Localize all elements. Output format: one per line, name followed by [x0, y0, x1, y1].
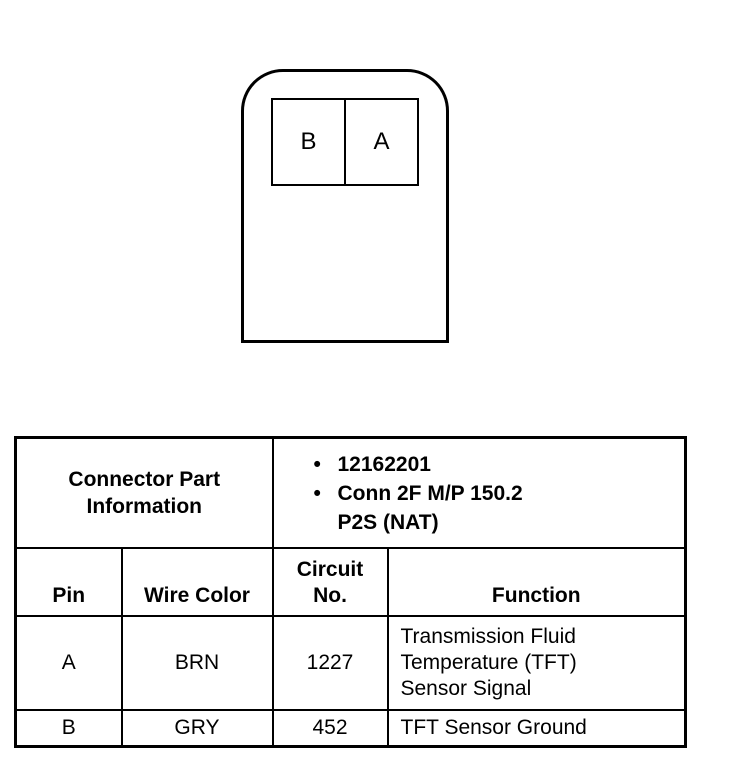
function-line: TFT Sensor Ground [400, 716, 587, 739]
part-info-label-line1: Connector Part [68, 468, 221, 491]
bullet-dot: • [313, 481, 321, 505]
col-header-pin: Pin [14, 547, 123, 617]
cavity-b: B [300, 128, 317, 155]
col-header-circuit-line2: No. [313, 584, 347, 607]
col-header-circuit-line1: Circuit [296, 558, 364, 581]
function-line: Sensor Signal [400, 677, 532, 700]
pin-cell: A [14, 615, 123, 711]
function-cell: TFT Sensor Ground [386, 709, 687, 748]
col-header-circuit: Circuit No. [271, 547, 389, 617]
connector-info-table: Connector Part Information • 12162201 • … [14, 436, 688, 748]
part-info-label-line2: Information [86, 495, 203, 518]
bullet-dot: • [313, 452, 321, 476]
connector-outline [241, 69, 449, 343]
function-line: Temperature (TFT) [400, 651, 577, 674]
pin-cell: B [14, 709, 123, 748]
part-number: 12162201 [337, 452, 431, 476]
cavity-a: A [344, 100, 417, 184]
function-cell: Transmission Fluid Temperature (TFT) Sen… [386, 615, 687, 711]
part-info-row: Connector Part Information • 12162201 • … [14, 436, 687, 549]
connector-description-continued: P2S (NAT) [337, 510, 439, 534]
circuit-cell: 452 [271, 709, 389, 748]
part-info-continuation: P2S (NAT) [314, 509, 685, 536]
part-info-values: • 12162201 • Conn 2F M/P 150.2 P2S (NAT) [271, 436, 687, 549]
column-header-row: Pin Wire Color Circuit No. Function [14, 547, 687, 617]
connector-cavity-block: B A [271, 98, 419, 186]
part-info-bullet-item: • Conn 2F M/P 150.2 [314, 480, 685, 507]
part-info-label: Connector Part Information [14, 436, 274, 549]
col-header-wire-color: Wire Color [120, 547, 274, 617]
connector-description: Conn 2F M/P 150.2 [337, 481, 523, 505]
table-row: B GRY 452 TFT Sensor Ground [14, 709, 687, 748]
part-info-bullet-item: • 12162201 [314, 451, 685, 478]
circuit-cell: 1227 [271, 615, 389, 711]
col-header-function: Function [386, 547, 687, 617]
function-line: Transmission Fluid [400, 625, 576, 648]
wire-color-cell: BRN [120, 615, 274, 711]
table-row: A BRN 1227 Transmission Fluid Temperatur… [14, 615, 687, 711]
wire-color-cell: GRY [120, 709, 274, 748]
